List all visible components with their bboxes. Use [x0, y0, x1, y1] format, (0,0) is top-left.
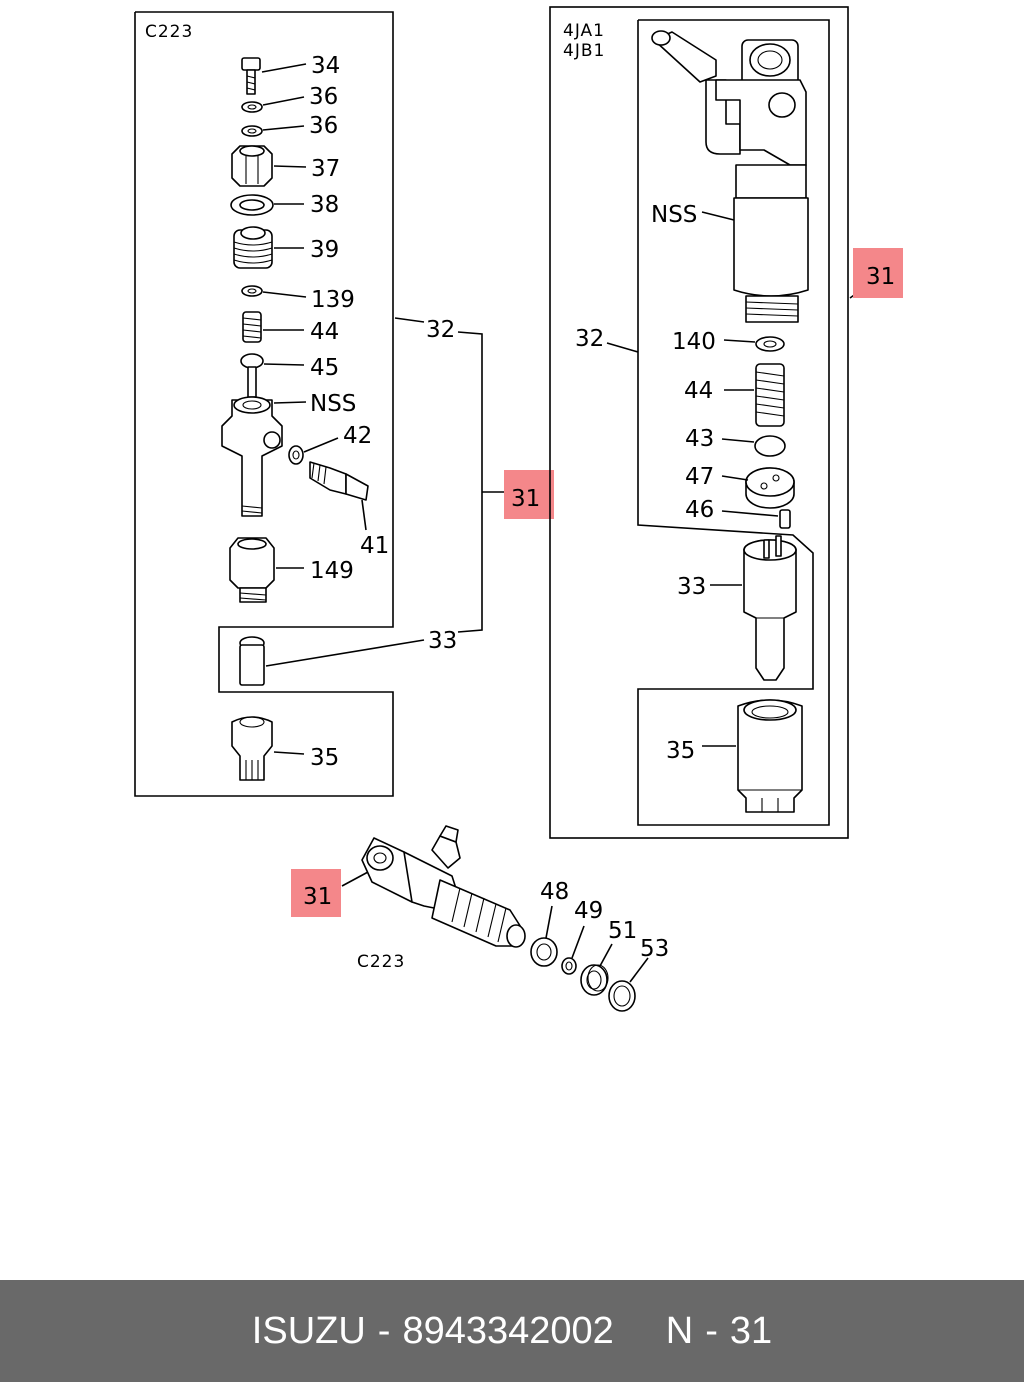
part-number: 8943342002 — [402, 1309, 614, 1352]
o-ring-part — [561, 957, 577, 975]
ref-number: 31 — [729, 1309, 773, 1352]
callout-140: 140 — [672, 329, 716, 355]
callout-46: 46 — [685, 497, 714, 523]
callout-49: 49 — [574, 898, 603, 924]
callout-36-a: 36 — [309, 84, 338, 110]
callout-35-right: 35 — [666, 738, 695, 764]
callout-48: 48 — [540, 879, 569, 905]
gasket-part — [608, 980, 636, 1012]
bottom-assembly: 31 C223 48 49 51 53 — [291, 825, 669, 1012]
cap-nut-part-left — [231, 716, 273, 781]
callout-42: 42 — [343, 423, 372, 449]
callout-41: 41 — [360, 533, 389, 559]
left-panel-code: C223 — [145, 22, 193, 42]
callout-31-bottom: 31 — [303, 884, 332, 910]
callout-31-right-highlight — [853, 248, 903, 298]
callout-31-bottom-highlight — [291, 869, 341, 917]
retaining-nut-part — [737, 699, 803, 813]
injector-body-part — [221, 396, 283, 517]
brand-separator: - — [377, 1309, 391, 1352]
shim-part — [755, 336, 785, 352]
spring-part — [242, 311, 262, 343]
washer-part — [241, 101, 263, 137]
callout-37: 37 — [311, 156, 340, 182]
callout-149: 149 — [310, 558, 354, 584]
ref-prefix: N — [665, 1309, 694, 1352]
spacer-plate-part — [745, 467, 795, 509]
bottom-assembly-code: C223 — [357, 952, 405, 972]
dowel-pin-part — [779, 509, 791, 529]
callout-38: 38 — [310, 192, 339, 218]
brand-name: ISUZU — [251, 1309, 366, 1352]
seal-washer-part — [530, 937, 558, 967]
callout-45: 45 — [310, 355, 339, 381]
connector-part — [309, 461, 369, 501]
callout-33-left: 33 — [428, 628, 457, 654]
callout-43: 43 — [685, 426, 714, 452]
cap-part — [580, 964, 609, 996]
callout-34: 34 — [311, 53, 340, 79]
right-panel-code-2: 4JB1 — [563, 41, 605, 61]
footer-bar: ISUZU - 8943342002 N - 31 — [0, 1280, 1024, 1382]
left-panel: C223 34 36 36 37 38 — [134, 11, 554, 797]
callout-nss-right: NSS — [651, 202, 697, 228]
callout-53: 53 — [640, 936, 669, 962]
callout-31-right: 31 — [866, 264, 895, 290]
callout-36-b: 36 — [309, 113, 338, 139]
hex-nut-part — [231, 145, 273, 187]
callout-nss-left: NSS — [310, 391, 356, 417]
right-panel-code-1: 4JA1 — [563, 21, 605, 41]
callout-33-right: 33 — [677, 574, 706, 600]
callout-39: 39 — [310, 237, 339, 263]
small-washer-part — [241, 285, 263, 297]
body-nut-part — [229, 537, 275, 603]
nozzle-part-right — [743, 535, 797, 681]
callout-47: 47 — [685, 464, 714, 490]
ref-separator: - — [705, 1309, 718, 1352]
parts-diagram: C223 34 36 36 37 38 — [134, 6, 903, 1012]
callout-31-left-highlight — [504, 470, 554, 519]
injector-assembly-part — [361, 825, 526, 948]
callout-35-left: 35 — [310, 745, 339, 771]
right-panel: 4JA1 4JB1 NSS 140 — [549, 6, 903, 839]
callout-139: 139 — [311, 287, 355, 313]
footer-caption: ISUZU - 8943342002 N - 31 — [252, 1310, 772, 1353]
callout-44-right: 44 — [684, 378, 713, 404]
callout-32-left: 32 — [426, 317, 455, 343]
disc-part — [754, 435, 786, 457]
nozzle-part-left — [239, 636, 265, 686]
spring-part-right — [755, 363, 785, 427]
callout-51: 51 — [608, 918, 637, 944]
bolt-part — [241, 57, 261, 95]
pin-part — [240, 353, 264, 398]
callout-31-left: 31 — [511, 486, 540, 512]
callout-32-right: 32 — [575, 326, 604, 352]
threaded-sleeve-part — [233, 226, 273, 269]
callout-44: 44 — [310, 319, 339, 345]
small-ring-part — [288, 445, 304, 465]
ring-part — [230, 194, 274, 216]
nozzle-holder-part — [651, 30, 809, 323]
